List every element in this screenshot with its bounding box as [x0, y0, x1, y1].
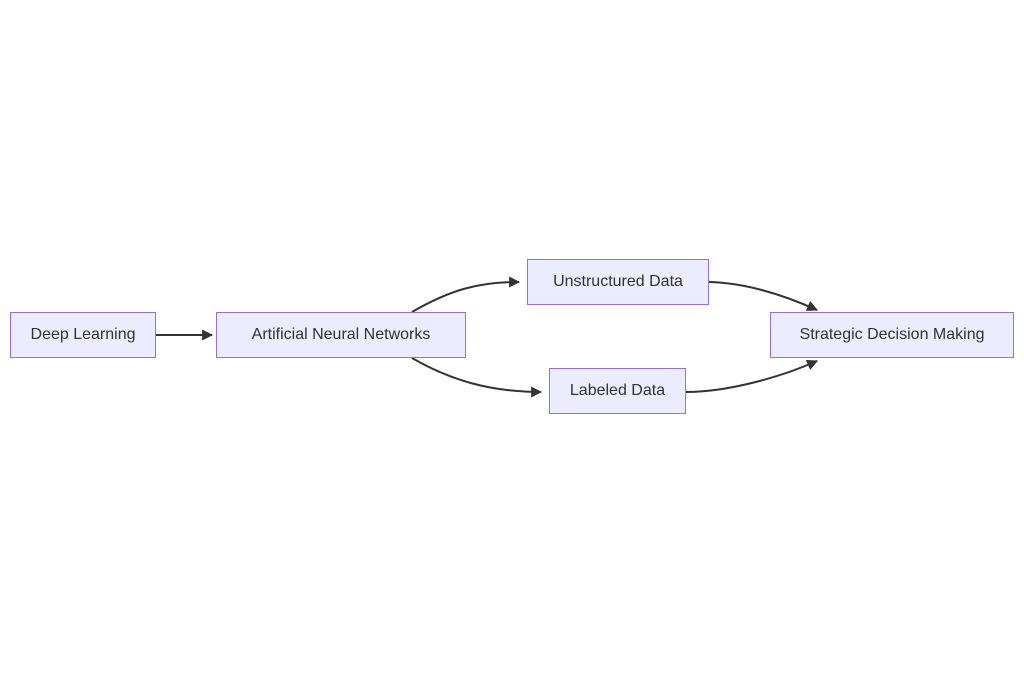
- node-unstructured-data-label: Unstructured Data: [553, 273, 683, 290]
- node-strategic-decision-making: Strategic Decision Making: [770, 312, 1014, 358]
- node-strategic-decision-making-label: Strategic Decision Making: [799, 326, 985, 343]
- edge-unstructured-data-to-strategic-decision-making: [708, 281, 819, 311]
- edge-ann-to-labeled-data: [411, 357, 543, 398]
- node-deep-learning-label: Deep Learning: [30, 326, 136, 343]
- node-labeled-data: Labeled Data: [549, 368, 686, 414]
- node-artificial-neural-networks-label: Artificial Neural Networks: [251, 326, 431, 343]
- node-unstructured-data: Unstructured Data: [527, 259, 709, 305]
- node-labeled-data-label: Labeled Data: [569, 382, 666, 399]
- edge-labeled-data-to-strategic-decision-making: [685, 359, 819, 393]
- node-deep-learning: Deep Learning: [10, 312, 156, 358]
- edge-ann-to-unstructured-data: [411, 276, 521, 313]
- node-artificial-neural-networks: Artificial Neural Networks: [216, 312, 466, 358]
